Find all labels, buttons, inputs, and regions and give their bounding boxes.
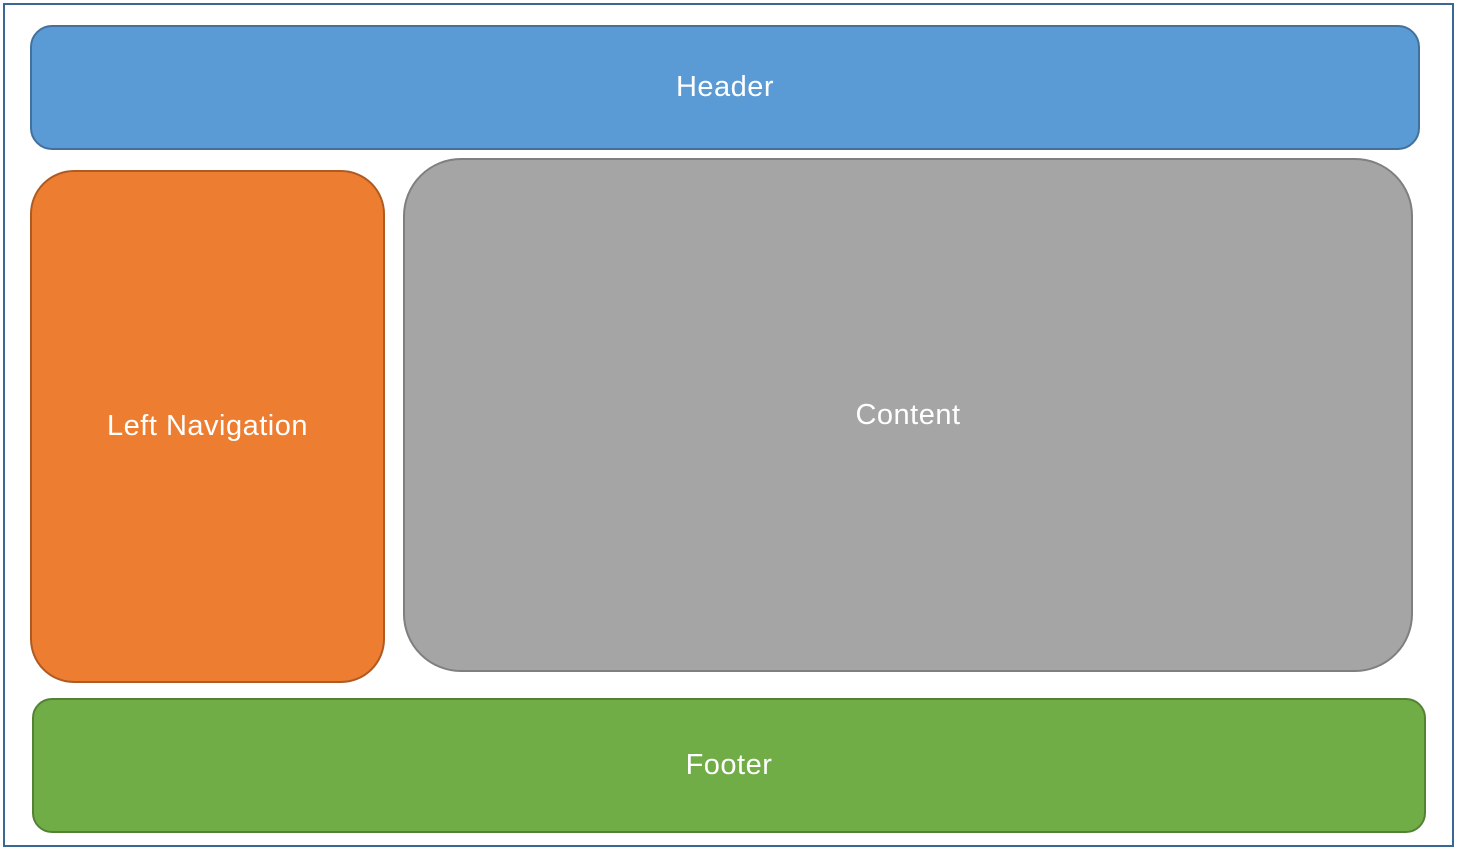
left-navigation-label: Left Navigation — [107, 410, 308, 442]
header-label: Header — [675, 71, 775, 103]
content-block: Content — [403, 158, 1413, 672]
footer-block: Footer — [32, 698, 1426, 833]
page-border — [3, 3, 1454, 847]
footer-label: Footer — [685, 749, 773, 781]
header-block: Header — [30, 25, 1420, 150]
content-label: Content — [855, 398, 961, 431]
left-navigation-block: Left Navigation — [30, 170, 385, 683]
